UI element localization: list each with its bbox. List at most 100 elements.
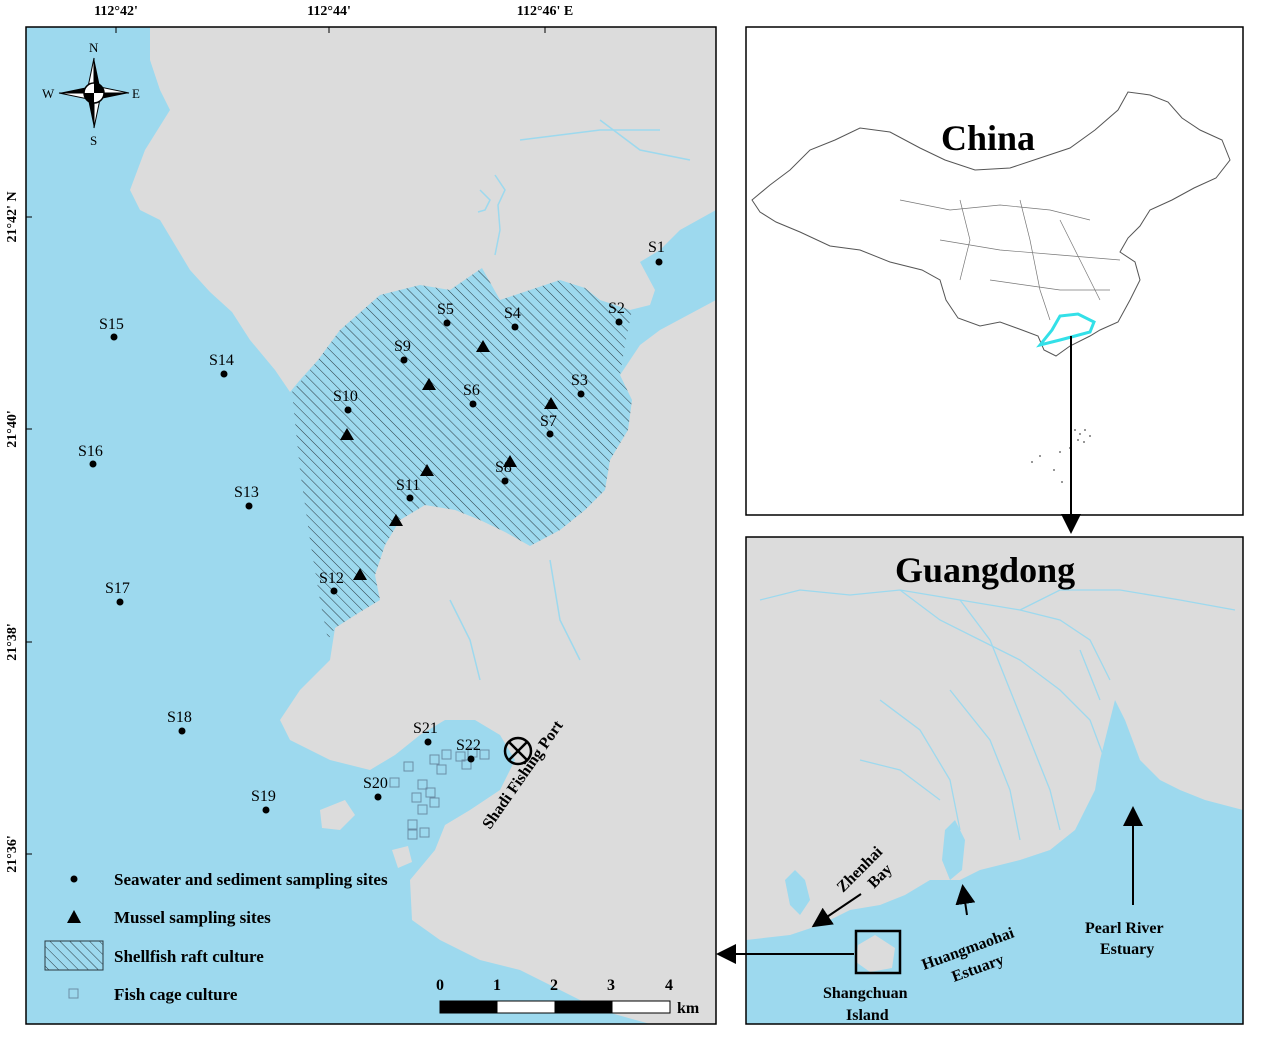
fish-cage [411, 792, 422, 803]
site-label: S4 [504, 305, 521, 322]
legend-hatch-symbol [44, 940, 104, 971]
huangmaohai-arrow [955, 884, 976, 916]
province-lines [899, 199, 1121, 321]
compass-south: S [90, 133, 97, 148]
fish-cage [407, 819, 418, 830]
zhenhai-bay [785, 870, 810, 915]
top-coord-1: 112°42' [94, 4, 138, 19]
left-coord-2: 21°40' [5, 410, 20, 448]
scale-tick-0: 0 [436, 977, 444, 994]
land-east [280, 300, 716, 1024]
mussel-site [340, 428, 354, 440]
mussel-sites [340, 340, 558, 580]
left-coord-1: 21°42' N [5, 191, 20, 242]
site-label: S1 [648, 239, 665, 256]
site-label: S16 [78, 443, 103, 460]
scale-tick-1: 1 [493, 977, 501, 994]
island-south-2 [392, 846, 412, 868]
legend-shellfish-label: Shellfish raft culture [114, 947, 264, 966]
mussel-site [389, 514, 403, 526]
pearl-river-label-2: Estuary [1100, 941, 1154, 958]
mussel-site [544, 397, 558, 409]
zhenhai-arrow [811, 893, 862, 928]
scale-bar: 0 1 2 3 4 km [436, 977, 700, 1017]
main-map-frame [25, 26, 717, 1025]
shangchuan-island [856, 935, 895, 972]
fish-cage [429, 754, 440, 765]
fish-cage [479, 749, 490, 760]
scale-tick-4: 4 [665, 977, 673, 994]
site-label: S6 [463, 382, 480, 399]
site-label: S5 [437, 301, 454, 318]
site-label: S17 [105, 580, 130, 597]
fish-cage [403, 761, 414, 772]
fish-cages [389, 747, 490, 840]
site-label: S21 [413, 720, 438, 737]
guangdong-inset-frame [745, 536, 1244, 1025]
fish-cage [461, 759, 472, 770]
main-map: S1 S2 S3 S4 S5 S6 S7 S8 S9 S10 S11 S12 S… [5, 4, 717, 1025]
fish-cage [441, 749, 452, 760]
legend-mussel-label: Mussel sampling sites [114, 908, 271, 927]
study-area-box [854, 929, 902, 975]
site-label: S13 [234, 484, 259, 501]
scale-tick-2: 2 [550, 977, 558, 994]
china-title: China [941, 118, 1035, 158]
compass-rose: N S E W [42, 40, 140, 148]
mussel-site [503, 455, 517, 467]
site-label: S8 [495, 459, 512, 476]
shadi-port-marker [503, 736, 533, 766]
site-label: S3 [571, 372, 588, 389]
fish-cage [417, 804, 428, 815]
shangchuan-label-2: Island [846, 1007, 889, 1024]
site-label: S19 [251, 788, 276, 805]
site-label: S12 [319, 570, 344, 587]
site-label: S9 [394, 338, 411, 355]
fish-cage [389, 777, 400, 788]
site-label: S18 [167, 709, 192, 726]
scale-unit: km [677, 1000, 700, 1017]
left-coord-3: 21°38' [5, 623, 20, 661]
guangdong-rivers [759, 589, 1236, 841]
site-label: S11 [396, 477, 420, 494]
mussel-site [420, 464, 434, 476]
rivers [449, 119, 691, 681]
fish-cage [419, 827, 430, 838]
guangdong-inset: Guangdong Zhenhai Bay Huangmaohai Estuar… [716, 536, 1244, 1025]
pearl-river-label-1: Pearl River [1085, 920, 1164, 937]
island-south-1 [320, 800, 355, 830]
mussel-site [353, 568, 367, 580]
china-inset: China [745, 26, 1244, 534]
site-label: S14 [209, 352, 234, 369]
huangmaohai-estuary [942, 820, 965, 880]
mussel-site [476, 340, 490, 352]
china-outline [751, 91, 1231, 357]
land-patch-northwest [233, 62, 285, 95]
compass-north: N [89, 40, 99, 55]
fish-cage [425, 787, 436, 798]
legend: Seawater and sediment sampling sites Mus… [44, 870, 388, 1004]
legend-triangle-symbol [67, 910, 81, 923]
fish-cage [436, 764, 447, 775]
site-label: S22 [456, 737, 481, 754]
left-coord-4: 21°36' [5, 835, 20, 873]
top-coord-3: 112°46' E [517, 4, 574, 19]
fish-cage [429, 797, 440, 808]
site-label: S15 [99, 316, 124, 333]
legend-square-symbol [68, 988, 79, 999]
mussel-site [422, 378, 436, 390]
mainland-north [130, 27, 716, 392]
seawater-sites: S1 S2 S3 S4 S5 S6 S7 S8 S9 S10 S11 S12 S… [78, 239, 665, 814]
fish-cage [417, 779, 428, 790]
top-coord-2: 112°44' [307, 4, 351, 19]
scale-tick-3: 3 [607, 977, 615, 994]
fish-cage [407, 829, 418, 840]
site-label: S20 [363, 775, 388, 792]
shellfish-raft-area [292, 268, 632, 640]
compass-east: E [132, 86, 140, 101]
site-label: S7 [540, 413, 557, 430]
legend-seawater-label: Seawater and sediment sampling sites [114, 870, 388, 889]
legend-dot-symbol [70, 875, 78, 883]
fish-cage [455, 751, 466, 762]
